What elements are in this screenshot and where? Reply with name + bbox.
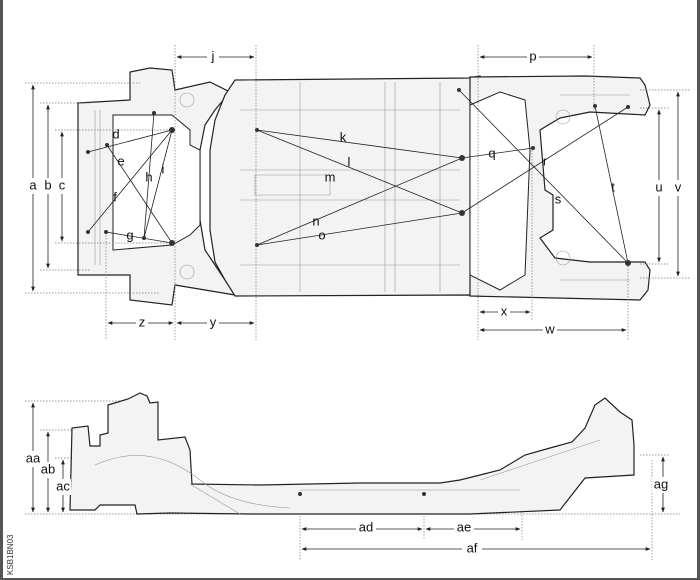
dim-label-d: d xyxy=(112,126,119,141)
side-detail-lines xyxy=(94,439,601,515)
dim-label-n: n xyxy=(312,213,319,228)
dim-label-q: q xyxy=(488,145,495,160)
floor-panel-outline xyxy=(209,75,481,297)
side-extension-lines xyxy=(25,400,670,560)
side-body-outline xyxy=(69,392,635,515)
dim-label-ad: ad xyxy=(359,519,373,534)
structure-detail-lines xyxy=(94,82,630,292)
dim-label-ab: ab xyxy=(41,461,55,476)
dim-label-j: j xyxy=(211,48,215,63)
dim-label-l: l xyxy=(348,154,351,169)
dim-label-r: r xyxy=(543,153,548,168)
dim-label-f: f xyxy=(113,189,117,204)
dim-label-m: m xyxy=(325,169,336,184)
dim-label-g: g xyxy=(126,227,133,242)
dim-label-s: s xyxy=(555,191,562,206)
measurement-lines xyxy=(87,89,629,264)
dim-label-w: w xyxy=(544,321,555,336)
dim-label-h: h xyxy=(145,169,152,184)
dim-label-o: o xyxy=(318,227,325,242)
side-point-2 xyxy=(422,492,426,496)
dim-label-e: e xyxy=(117,153,124,168)
dim-label-z: z xyxy=(139,314,146,329)
dim-label-ag: ag xyxy=(654,476,668,491)
dim-label-v: v xyxy=(675,179,682,194)
dim-label-u: u xyxy=(655,179,662,194)
engine-bay-opening xyxy=(112,114,201,251)
figure-code: KSB1BN03 xyxy=(6,534,15,575)
side-view-labels: aa ab ac ad ae af ag xyxy=(25,450,672,557)
dim-label-p: p xyxy=(529,48,536,63)
dim-label-c: c xyxy=(59,177,66,192)
dim-label-ae: ae xyxy=(457,519,471,534)
side-view: aa ab ac ad ae af ag xyxy=(25,392,680,560)
dim-label-ac: ac xyxy=(56,478,70,493)
dim-label-k: k xyxy=(340,129,347,144)
top-view: a b c d e f g h i j k l m n o p q r s t … xyxy=(25,45,690,340)
dim-label-i: i xyxy=(162,161,165,176)
dim-label-x: x xyxy=(501,303,508,318)
dim-label-b: b xyxy=(44,177,51,192)
side-point-1 xyxy=(298,492,302,496)
dim-label-af: af xyxy=(467,540,478,555)
rear-opening xyxy=(469,91,531,291)
dim-label-a: a xyxy=(29,177,37,192)
dim-label-t: t xyxy=(611,179,615,194)
dim-label-aa: aa xyxy=(26,450,41,465)
measurement-points xyxy=(86,88,631,266)
dim-label-y: y xyxy=(210,314,217,329)
top-view-labels: a b c d e f g h i j k l m n o p q r s t … xyxy=(27,48,684,338)
extension-lines xyxy=(25,45,690,340)
